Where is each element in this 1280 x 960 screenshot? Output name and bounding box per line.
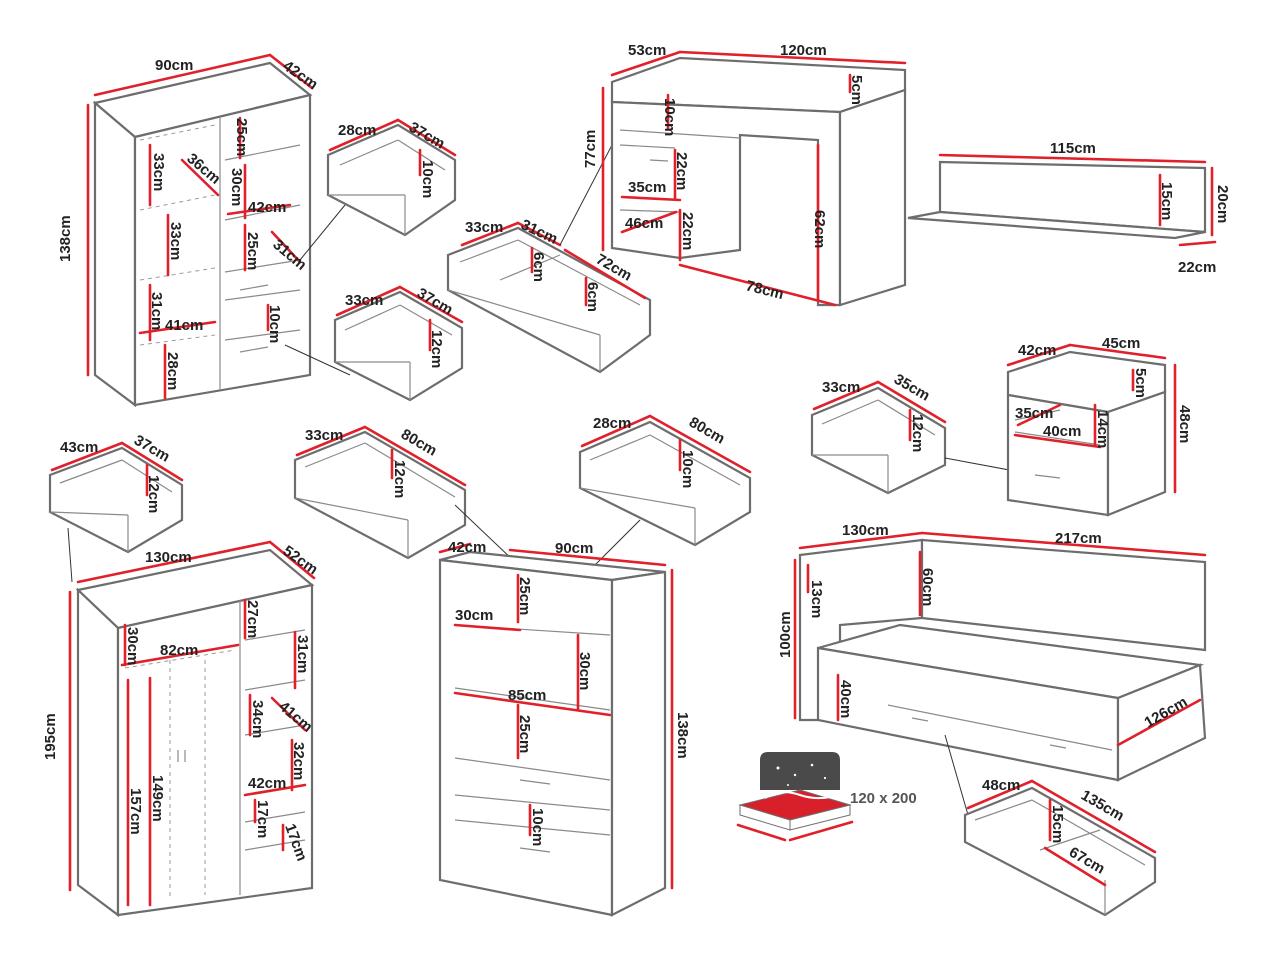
wall-shelf: 115cm 15cm 20cm 22cm xyxy=(907,140,1231,276)
label-10cm: 10cm xyxy=(266,305,283,343)
label-100cm: 100cm xyxy=(777,611,794,658)
label-130cm: 130cm xyxy=(842,522,889,539)
label-62cm: 62cm xyxy=(811,210,828,248)
label-40cm: 40cm xyxy=(1043,423,1081,440)
label-31cm: 31cm xyxy=(294,635,311,673)
nightstand-drawer: 33cm 35cm 12cm xyxy=(810,371,1021,495)
small-wardrobe: 90cm 42cm 138cm 25cm 30cm 42cm 25cm 31cm… xyxy=(57,53,351,408)
label-33cm-mid: 33cm xyxy=(167,222,184,260)
label-12cm: 12cm xyxy=(909,414,926,452)
label-42cm: 42cm xyxy=(448,539,486,556)
label-12cm: 12cm xyxy=(391,460,408,498)
label-15cm: 15cm xyxy=(1049,805,1066,843)
drawer-33x80: 33cm 80cm 12cm xyxy=(293,425,516,563)
label-10cm: 10cm xyxy=(679,450,696,488)
label-33cm: 33cm xyxy=(345,292,383,309)
label-30cm: 30cm xyxy=(228,168,245,206)
label-43cm: 43cm xyxy=(60,439,98,456)
bookcase: 42cm 90cm 138cm 25cm 30cm 30cm 85cm 25cm… xyxy=(438,539,691,917)
drawer-28x80: 28cm 80cm 10cm xyxy=(578,414,752,566)
nightstand: 42cm 45cm 5cm 35cm 14cm 40cm 48cm xyxy=(1006,335,1193,517)
label-17cm: 17cm xyxy=(254,800,271,838)
label-25cm: 25cm xyxy=(233,118,250,156)
label-42cm-inner: 42cm xyxy=(248,199,286,216)
label-10cm: 10cm xyxy=(419,160,436,198)
label-33cm: 33cm xyxy=(150,153,167,191)
large-wardrobe: 130cm 52cm 195cm 30cm 82cm 157cm 149cm 2… xyxy=(42,540,321,918)
label-10cm: 10cm xyxy=(529,808,546,846)
mattress-icon: 120 x 200 xyxy=(736,752,917,842)
label-14cm: 14cm xyxy=(1094,410,1111,448)
bed: 130cm 217cm 13cm 60cm 100cm 40cm 126cm xyxy=(777,522,1207,816)
label-31cm-left: 31cm xyxy=(148,292,165,330)
label-20cm: 20cm xyxy=(1214,185,1231,223)
label-40cm: 40cm xyxy=(837,680,854,718)
label-115cm: 115cm xyxy=(1050,140,1096,157)
label-12cm: 12cm xyxy=(145,475,162,513)
label-138cm: 138cm xyxy=(674,712,691,759)
label-15cm: 15cm xyxy=(1158,182,1175,220)
label-85cm: 85cm xyxy=(508,687,546,704)
label-138cm: 138cm xyxy=(57,215,74,262)
label-48cm: 48cm xyxy=(1176,405,1193,443)
label-217cm: 217cm xyxy=(1055,530,1102,547)
label-28cm: 28cm xyxy=(338,122,376,139)
label-22cm: 22cm xyxy=(1178,259,1216,276)
label-82cm: 82cm xyxy=(160,642,198,659)
label-149cm: 149cm xyxy=(149,775,166,822)
label-41cm: 41cm xyxy=(165,317,203,334)
label-33cm: 33cm xyxy=(822,379,860,396)
label-42cm: 42cm xyxy=(1018,342,1056,359)
label-25cm-lower: 25cm xyxy=(516,715,533,753)
label-35cm: 35cm xyxy=(1015,405,1053,422)
label-28cm: 28cm xyxy=(593,415,631,432)
label-35cm: 35cm xyxy=(628,179,666,196)
label-28cm: 28cm xyxy=(164,352,181,390)
label-30cm-shelf: 30cm xyxy=(455,607,493,624)
label-25cm-lower: 25cm xyxy=(244,232,261,270)
label-6cm-right: 6cm xyxy=(584,282,601,312)
label-90cm: 90cm xyxy=(555,540,593,557)
label-80cm: 80cm xyxy=(686,414,728,448)
label-60cm: 60cm xyxy=(919,568,936,606)
label-33cm: 33cm xyxy=(305,427,343,444)
label-120cm: 120cm xyxy=(780,42,827,59)
label-90cm: 90cm xyxy=(155,57,193,74)
label-130cm: 130cm xyxy=(145,549,192,566)
drawer-43x37: 43cm 37cm 12cm xyxy=(48,432,184,583)
label-12cm: 12cm xyxy=(428,330,445,368)
drawer-33x37: 33cm 37cm 12cm xyxy=(333,285,464,402)
label-32cm: 32cm xyxy=(290,742,307,780)
bed-drawer: 48cm 135cm 15cm 67cm xyxy=(963,777,1157,917)
label-34cm: 34cm xyxy=(249,700,266,738)
label-78cm: 78cm xyxy=(744,277,785,303)
mattress-size-label: 120 x 200 xyxy=(850,790,917,807)
label-42cm: 42cm xyxy=(248,775,286,792)
label-30cm-gap: 30cm xyxy=(576,652,593,690)
label-45cm: 45cm xyxy=(1102,335,1140,352)
label-10cm: 10cm xyxy=(661,98,678,136)
label-195cm: 195cm xyxy=(42,713,59,760)
label-48cm: 48cm xyxy=(982,777,1020,794)
label-13cm: 13cm xyxy=(808,580,825,618)
label-22cm-lower: 22cm xyxy=(679,212,696,250)
label-157cm: 157cm xyxy=(127,788,144,835)
label-5cm: 5cm xyxy=(1132,368,1149,398)
drawer-28x37: 28cm 37cm 10cm xyxy=(326,118,457,237)
label-77cm: 77cm xyxy=(582,130,599,168)
label-27cm: 27cm xyxy=(244,600,261,638)
label-25cm: 25cm xyxy=(516,577,533,615)
label-30cm: 30cm xyxy=(124,627,141,665)
label-22cm: 22cm xyxy=(673,152,690,190)
label-6cm: 6cm xyxy=(530,252,547,282)
label-46cm: 46cm xyxy=(625,215,663,232)
label-33cm: 33cm xyxy=(465,219,503,236)
desk: 53cm 120cm 5cm 77cm 10cm 22cm 35cm 46cm … xyxy=(582,42,907,307)
label-53cm: 53cm xyxy=(628,42,666,59)
label-5cm: 5cm xyxy=(848,75,865,105)
